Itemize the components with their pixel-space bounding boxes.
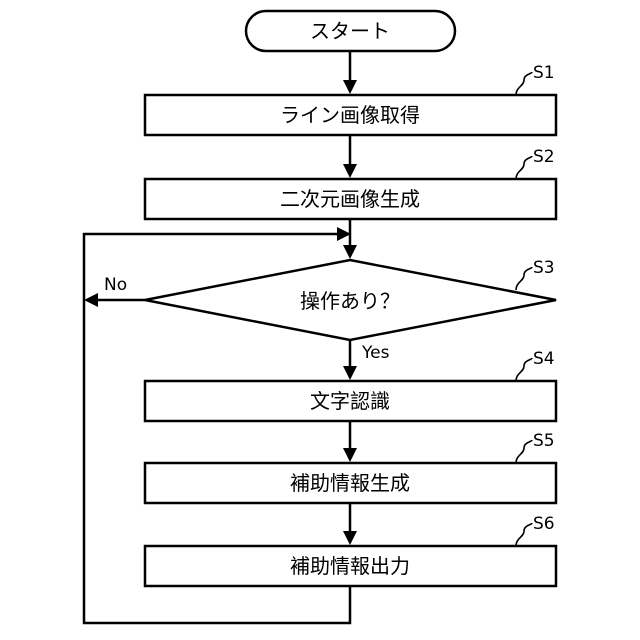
step-id-s5: S5 — [533, 431, 555, 451]
step-leader-s3 — [516, 267, 532, 290]
arrow-yes-branch — [343, 340, 357, 380]
step-id-s2: S2 — [533, 147, 555, 167]
arrow-s1-to-s2 — [343, 135, 357, 178]
branch-label-yes: Yes — [361, 343, 390, 363]
process-label-s2: 二次元画像生成 — [280, 187, 420, 211]
arrow-s2-to-s3 — [343, 219, 357, 259]
step-id-s6: S6 — [533, 514, 555, 534]
process-label-s4: 文字認識 — [310, 389, 390, 413]
step-id-s4: S4 — [533, 349, 555, 369]
decision-label-s3: 操作あり？ — [300, 289, 400, 313]
step-leader-s1 — [516, 72, 532, 95]
arrow-s5-to-s6 — [343, 503, 357, 545]
step-id-s1: S1 — [533, 63, 555, 83]
arrow-no-branch — [84, 293, 145, 307]
process-label-s5: 補助情報生成 — [290, 471, 410, 495]
process-label-s1: ライン画像取得 — [280, 103, 420, 127]
step-leader-s2 — [516, 156, 532, 179]
arrow-start-to-s1 — [343, 51, 357, 94]
branch-label-no: No — [104, 275, 127, 295]
arrow-s4-to-s5 — [343, 421, 357, 462]
step-leader-s4 — [516, 358, 532, 381]
start-label: スタート — [310, 19, 390, 43]
step-leader-s5 — [516, 440, 532, 463]
step-leader-s6 — [516, 523, 532, 546]
process-label-s6: 補助情報出力 — [290, 554, 410, 578]
step-id-s3: S3 — [533, 258, 555, 278]
